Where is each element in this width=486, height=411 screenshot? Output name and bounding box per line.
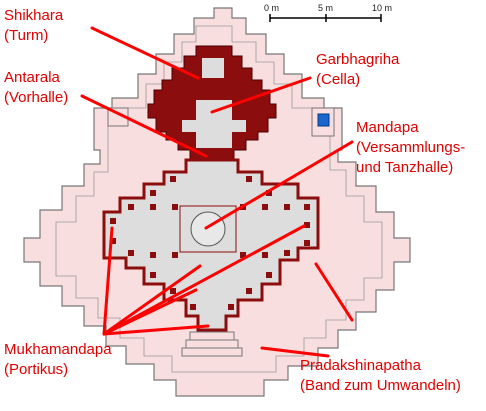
pillar (266, 190, 272, 196)
pillar (110, 238, 116, 244)
leader-mukhamandapa (102, 264, 202, 336)
pillar (240, 252, 246, 258)
entrance-step (181, 347, 243, 357)
entrance-step (189, 331, 235, 341)
pillar (304, 222, 310, 228)
garbhagriha-interior (182, 100, 246, 148)
water-tank-icon (317, 113, 330, 127)
leader-mukhamandapa (102, 226, 114, 336)
pillar (284, 204, 290, 210)
pillar (304, 240, 310, 246)
label-antarala: Antarala (Vorhalle) (4, 69, 68, 106)
pillar (228, 304, 234, 310)
scale-bar: 0 m 5 m 10 m (264, 3, 392, 22)
label-pradakshinapatha: Pradakshinapatha (Band zum Umwandeln) (300, 357, 461, 394)
pillars (110, 176, 310, 310)
pillar (150, 204, 156, 210)
label-shikhara: Shikhara (Turm) (4, 7, 67, 44)
pillar (266, 272, 272, 278)
pillar (284, 250, 290, 256)
pillar (172, 252, 178, 258)
pillar (170, 176, 176, 182)
leader-shikhara (90, 26, 200, 80)
label-mandapa: Mandapa (Versammlungs- und Tanzhalle) (356, 119, 469, 176)
entrance-steps (181, 331, 243, 357)
cella-opening (202, 58, 224, 78)
entrance-step (185, 339, 239, 349)
pillar (150, 190, 156, 196)
pillar (170, 288, 176, 294)
pillar (128, 250, 134, 256)
pillar (262, 252, 268, 258)
leader-garbhagriha (210, 76, 312, 114)
central-bay (179, 205, 237, 253)
pillar (262, 204, 268, 210)
leader-mukhamandapa (102, 324, 210, 336)
leader-lines (80, 26, 354, 358)
pillar (190, 304, 196, 310)
leader-mukhamandapa (102, 224, 306, 336)
leader-antarala (80, 94, 208, 158)
pillar (110, 218, 116, 224)
pillar (246, 176, 252, 182)
scale-tick-label: 10 m (372, 3, 392, 13)
leader-mandapa (204, 140, 354, 230)
pillar (150, 272, 156, 278)
pillar (150, 252, 156, 258)
pillar (246, 288, 252, 294)
leader-pradakshinapatha (260, 346, 330, 358)
leader-pradakshinapatha (314, 262, 354, 322)
label-mukhamandapa: Mukhamandapa (Portikus) (4, 341, 116, 378)
pillar (304, 204, 310, 210)
pillar (172, 204, 178, 210)
pillar (128, 204, 134, 210)
scale-tick-label: 5 m (318, 3, 333, 13)
scale-tick-label: 0 m (264, 3, 279, 13)
central-dome-circle (190, 211, 226, 247)
leader-mukhamandapa (102, 288, 198, 336)
label-garbhagriha: Garbhagriha (Cella) (316, 51, 404, 88)
